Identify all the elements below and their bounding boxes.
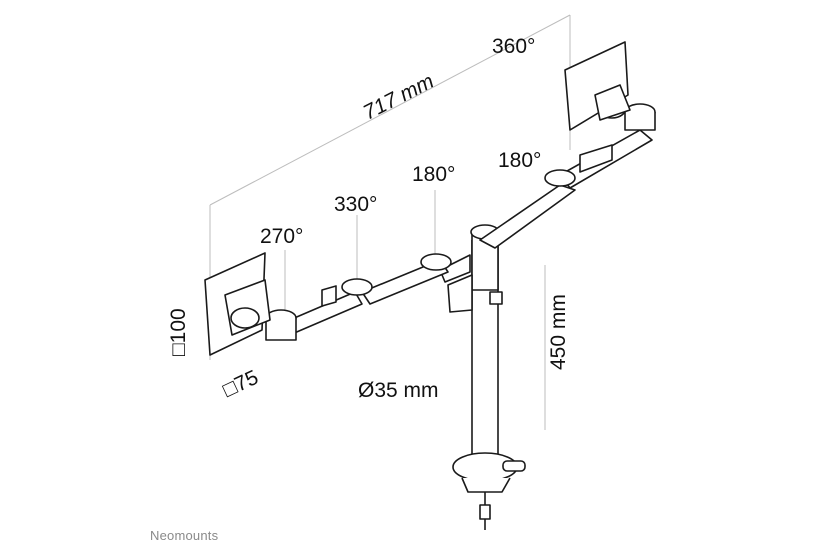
right-arm-clip [579,144,613,173]
clamp-jaw [461,477,511,493]
left-end-knuckle [265,318,297,341]
clamp-slot [502,460,526,472]
clamp-knob [479,504,491,520]
height-label: 450 mm [547,294,570,370]
left-arm-clip [321,285,337,307]
right-arm-segment-1 [479,184,576,249]
left-mid-joint [341,278,373,296]
right-vesa-plate [564,41,629,131]
rotation-left-mid-label: 330° [334,193,378,216]
center-joint [420,253,452,271]
rotation-left-end-label: 270° [260,225,304,248]
rotation-right-joint-label: 180° [498,149,542,172]
right-head-block [594,84,631,121]
left-tilt-head [230,307,260,329]
width-dimension-line [209,14,571,206]
vesa-large-label: □100 [167,308,190,356]
column-screw [489,291,503,305]
column-collar [447,274,473,313]
rotation-top-right-label: 360° [492,35,536,58]
rotation-center-joint-label: 180° [412,163,456,186]
pole-diameter-label: Ø35 mm [358,379,439,402]
right-joint [544,169,576,187]
right-end-knuckle [624,112,656,131]
brand-logo-text: Neomounts [150,528,219,543]
